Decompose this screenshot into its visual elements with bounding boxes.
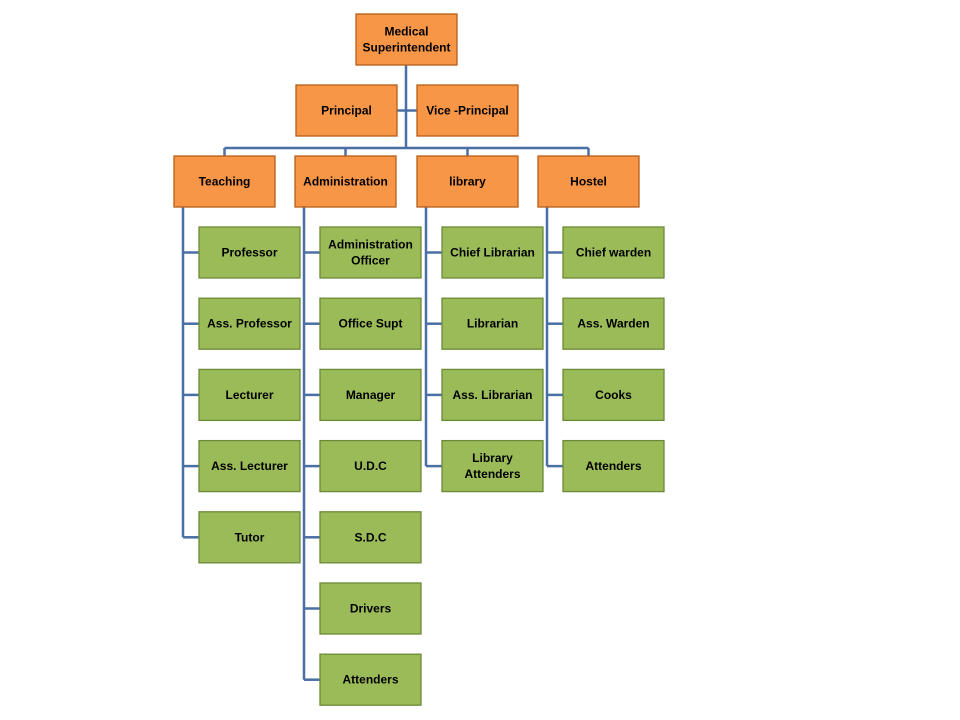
staff-node-teaching-1-box [198, 297, 301, 350]
staff-node-hostel-3: Attenders [562, 439, 665, 493]
staff-node-library-2-box [441, 368, 544, 422]
staff-node-administration-5-label: Drivers [350, 602, 392, 616]
staff-node-hostel-0-label: Chief warden [576, 246, 651, 260]
staff-node-administration-0-label: Administration [328, 238, 413, 252]
staff-node-library-1: Librarian [441, 297, 544, 350]
staff-node-library-3-box [441, 439, 544, 493]
department-node-library: library [416, 155, 519, 208]
deputy-node-vice-principal: Vice -Principal [416, 84, 519, 137]
staff-node-administration-2: Manager [319, 368, 422, 422]
staff-node-teaching-4: Tutor [198, 511, 301, 564]
staff-node-teaching-0-label: Professor [221, 246, 277, 260]
staff-node-library-0: Chief Librarian [441, 226, 544, 279]
connector-lines [181, 65, 590, 681]
staff-node-hostel-1-label: Ass. Warden [577, 317, 649, 331]
department-node-hostel-box [537, 155, 640, 208]
deputy-node-vice-principal-box [416, 84, 519, 137]
deputy-node-principal-box [295, 84, 398, 137]
staff-node-library-2: Ass. Librarian [441, 368, 544, 422]
staff-node-hostel-3-label: Attenders [585, 459, 641, 473]
staff-node-administration-1-label: Office Supt [338, 317, 402, 331]
staff-node-administration-1-box [319, 297, 422, 350]
staff-node-teaching-4-label: Tutor [235, 530, 265, 544]
staff-node-hostel-2-box [562, 368, 665, 422]
department-node-hostel: Hostel [537, 155, 640, 208]
deputy-node-vice-principal-label: Vice -Principal [426, 104, 508, 118]
deputy-node-principal: Principal [295, 84, 398, 137]
staff-node-teaching-1: Ass. Professor [198, 297, 301, 350]
staff-node-teaching-0-box [198, 226, 301, 279]
department-node-administration: Administration [294, 155, 397, 208]
staff-node-administration-6-box [319, 653, 422, 706]
staff-node-administration-1: Office Supt [319, 297, 422, 350]
staff-node-teaching-3-label: Ass. Lecturer [211, 459, 288, 473]
medical-superintendent-node-label: Medical [384, 25, 428, 39]
staff-node-teaching-2: Lecturer [198, 368, 301, 422]
staff-node-administration-4-label: S.D.C [354, 530, 386, 544]
staff-node-library-1-box [441, 297, 544, 350]
staff-node-teaching-3: Ass. Lecturer [198, 439, 301, 493]
department-node-teaching-box [173, 155, 276, 208]
staff-node-teaching-1-label: Ass. Professor [207, 317, 292, 331]
staff-node-teaching-0: Professor [198, 226, 301, 279]
staff-node-teaching-4-box [198, 511, 301, 564]
staff-node-administration-6: Attenders [319, 653, 422, 706]
staff-node-administration-5-box [319, 582, 422, 635]
staff-node-hostel-2: Cooks [562, 368, 665, 422]
staff-node-library-3-label: Library [472, 451, 513, 465]
staff-node-hostel-0-box [562, 226, 665, 279]
department-node-hostel-label: Hostel [570, 175, 607, 189]
staff-node-administration-5: Drivers [319, 582, 422, 635]
staff-node-administration-6-label: Attenders [342, 673, 398, 687]
deputy-node-principal-label: Principal [321, 104, 372, 118]
staff-node-teaching-2-label: Lecturer [225, 388, 273, 402]
department-node-administration-box [294, 155, 397, 208]
staff-node-administration-2-label: Manager [346, 388, 396, 402]
medical-superintendent-node-label: Superintendent [362, 41, 450, 55]
staff-node-library-1-label: Librarian [467, 317, 518, 331]
staff-node-teaching-2-box [198, 368, 301, 422]
department-node-library-label: library [449, 175, 486, 189]
medical-superintendent-node-box [355, 13, 458, 66]
staff-node-hostel-1-box [562, 297, 665, 350]
staff-node-administration-0-label: Officer [351, 254, 390, 268]
staff-node-library-2-label: Ass. Librarian [452, 388, 532, 402]
department-node-teaching: Teaching [173, 155, 276, 208]
staff-node-hostel-2-label: Cooks [595, 388, 632, 402]
staff-node-administration-3: U.D.C [319, 439, 422, 493]
staff-node-teaching-3-box [198, 439, 301, 493]
department-node-library-box [416, 155, 519, 208]
staff-node-administration-4: S.D.C [319, 511, 422, 564]
staff-node-administration-4-box [319, 511, 422, 564]
staff-node-administration-3-label: U.D.C [354, 459, 387, 473]
staff-node-hostel-3-box [562, 439, 665, 493]
staff-node-hostel-1: Ass. Warden [562, 297, 665, 350]
staff-node-library-0-label: Chief Librarian [450, 246, 535, 260]
staff-node-administration-2-box [319, 368, 422, 422]
staff-node-hostel-0: Chief warden [562, 226, 665, 279]
staff-node-administration-3-box [319, 439, 422, 493]
staff-node-library-3-label: Attenders [464, 467, 520, 481]
department-node-administration-label: Administration [303, 175, 388, 189]
staff-node-administration-0-box [319, 226, 422, 279]
staff-node-library-0-box [441, 226, 544, 279]
department-node-teaching-label: Teaching [199, 175, 251, 189]
